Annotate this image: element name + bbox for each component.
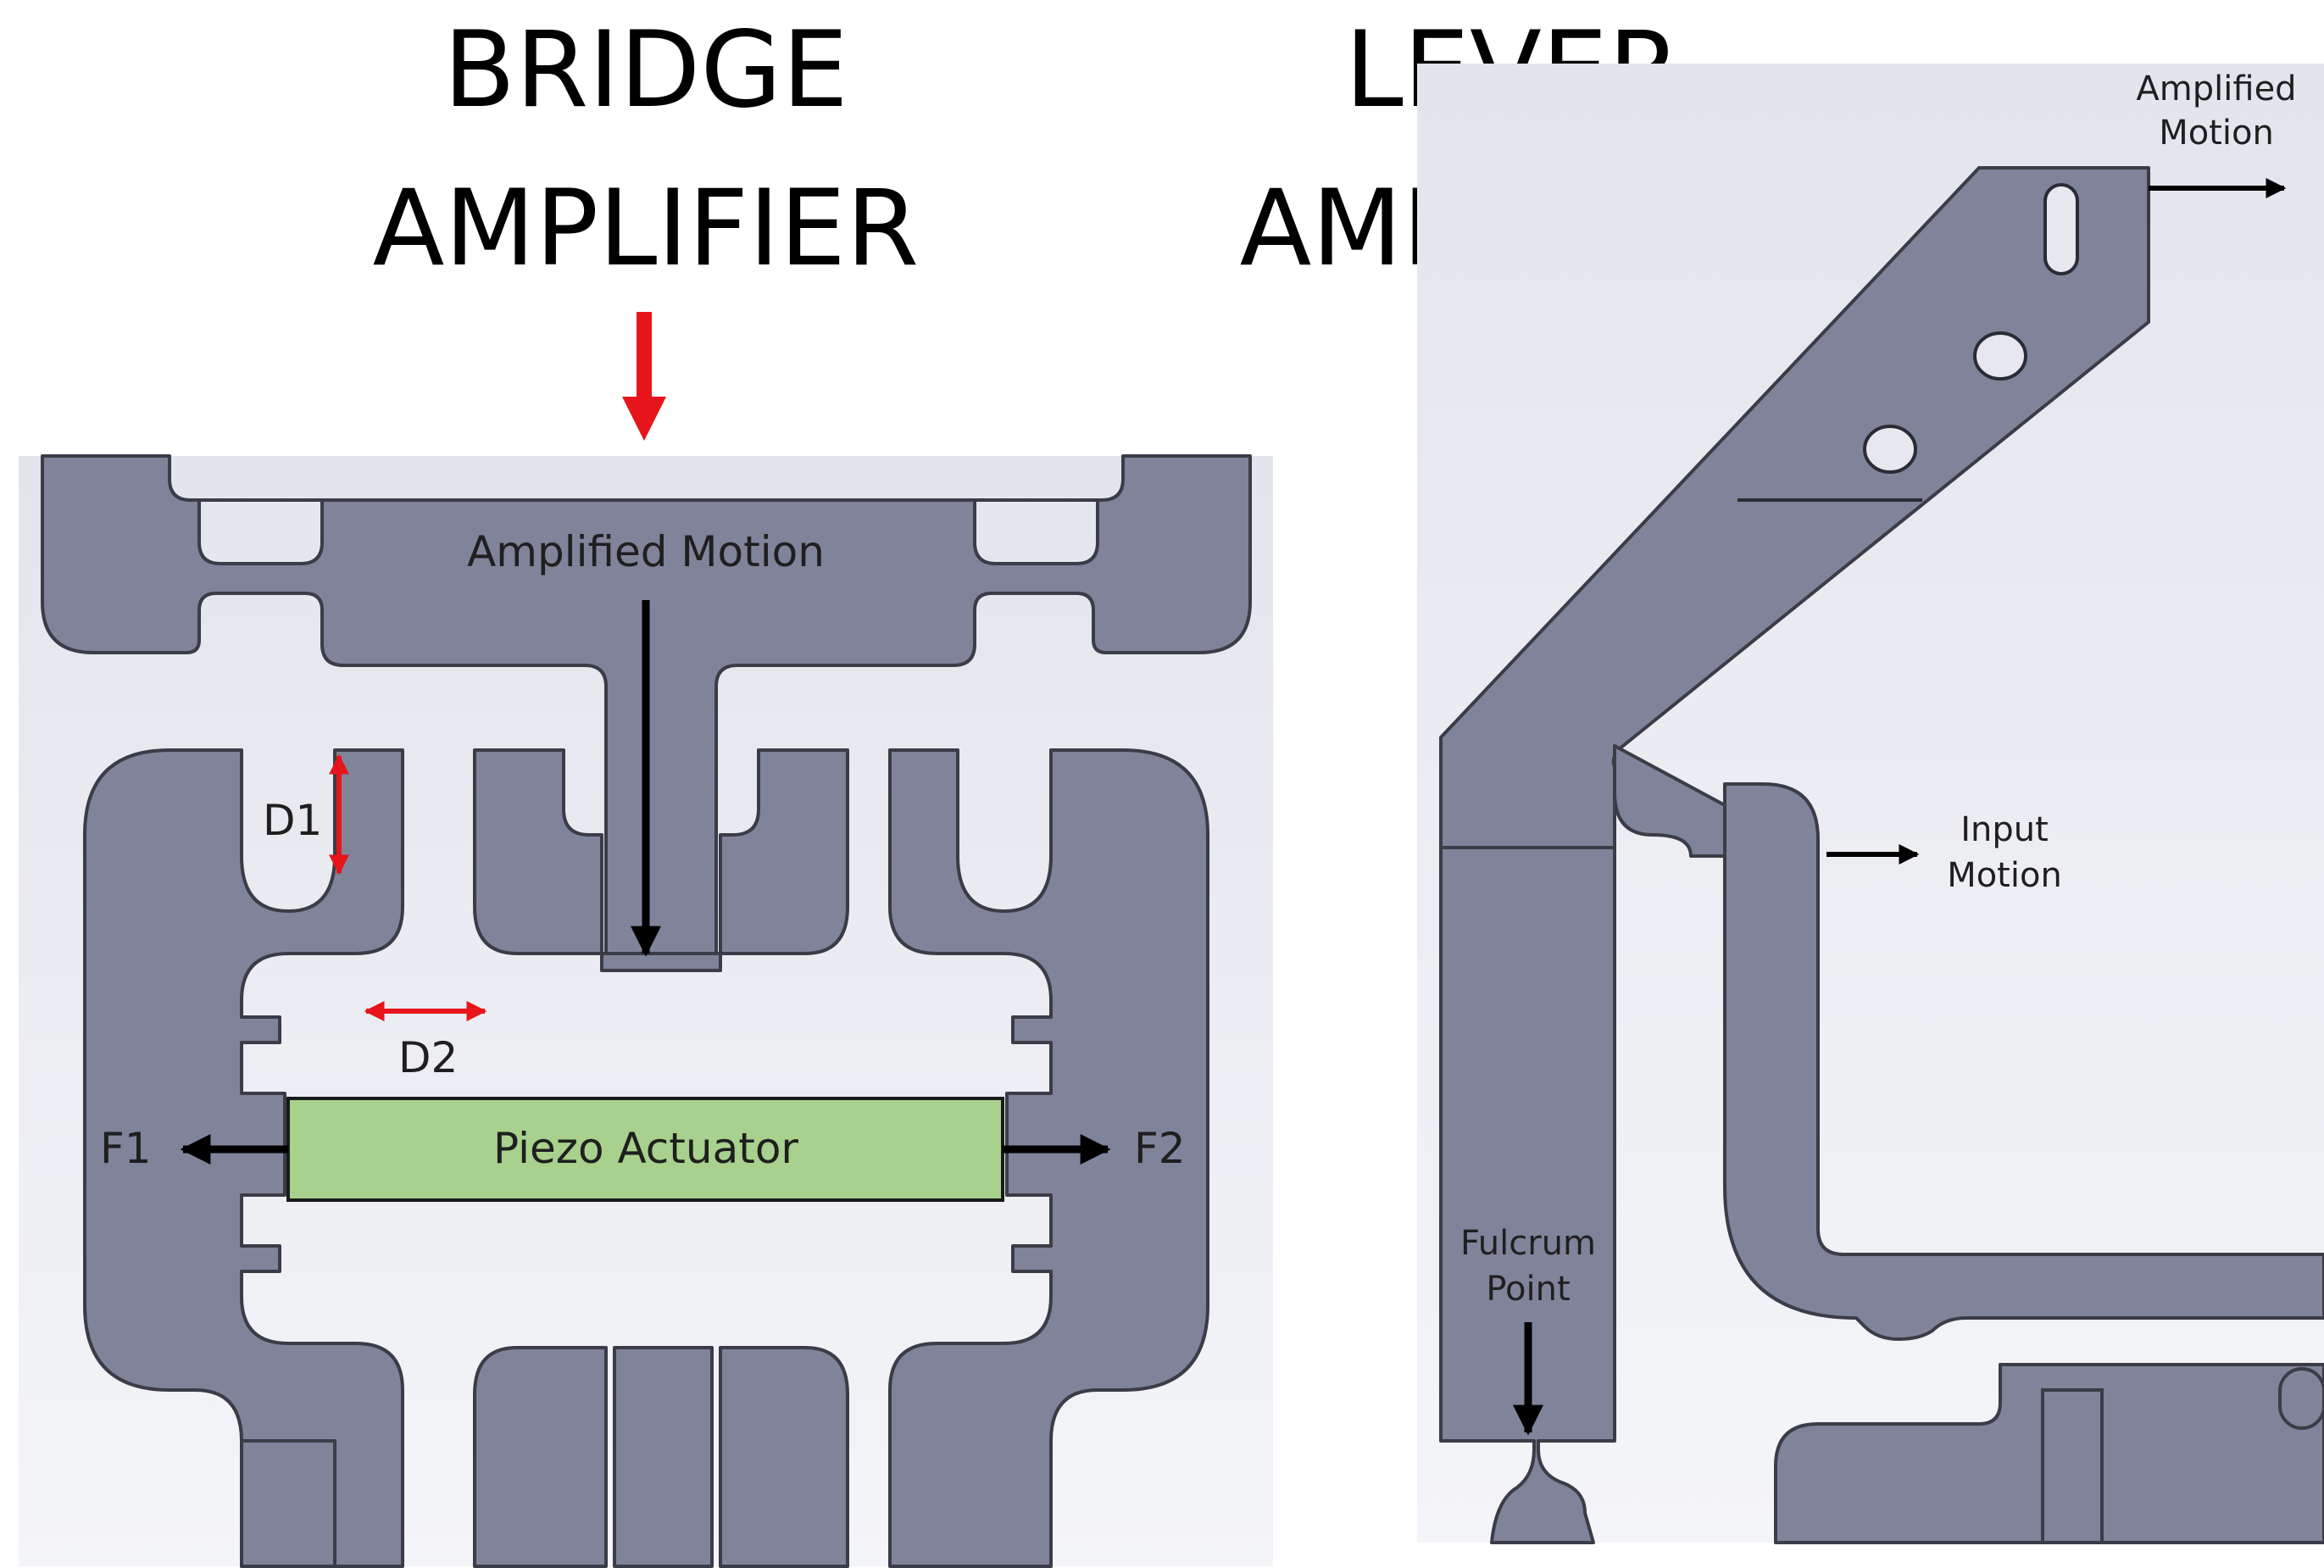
- d2-label: D2: [398, 1033, 458, 1082]
- bridge-center-lower-block: [473, 1346, 608, 1568]
- bridge-center-upper-block: [473, 748, 849, 972]
- d1-label: D1: [263, 796, 322, 845]
- lever-input-motion-label-1: Input: [1960, 810, 2049, 849]
- bridge-title-line2: AMPLIFIER: [373, 168, 920, 290]
- lever-amplified-motion-label-2: Motion: [2159, 114, 2274, 153]
- lever-input-link: [1723, 782, 2324, 1341]
- piezo-actuator: [286, 1097, 1004, 1202]
- fulcrum-label-2: Point: [1486, 1270, 1570, 1309]
- bridge-right-frame: [888, 748, 1209, 1568]
- lever-input-motion-label-2: Motion: [1947, 856, 2062, 895]
- bridge-pointer-arrow: [622, 312, 666, 441]
- lever-fulcrum-post: [1439, 846, 1616, 1544]
- piezo-label: Piezo Actuator: [493, 1124, 798, 1173]
- f1-label: F1: [100, 1124, 152, 1173]
- bridge-left-frame: [83, 748, 404, 1568]
- f2-label: F2: [1134, 1124, 1186, 1173]
- lever-amplified-motion-label-1: Amplified: [2136, 70, 2296, 108]
- fulcrum-label-1: Fulcrum: [1460, 1224, 1596, 1263]
- lever-amplifier-panel: Amplified Motion Input Motion Fulcrum Po…: [1417, 64, 2324, 1544]
- bridge-amplified-motion-label: Amplified Motion: [467, 527, 825, 576]
- bridge-title-line1: BRIDGE: [443, 9, 848, 131]
- bridge-amplifier-panel: Piezo Actuator Amplified Motion D1 D2 F1…: [19, 454, 1273, 1568]
